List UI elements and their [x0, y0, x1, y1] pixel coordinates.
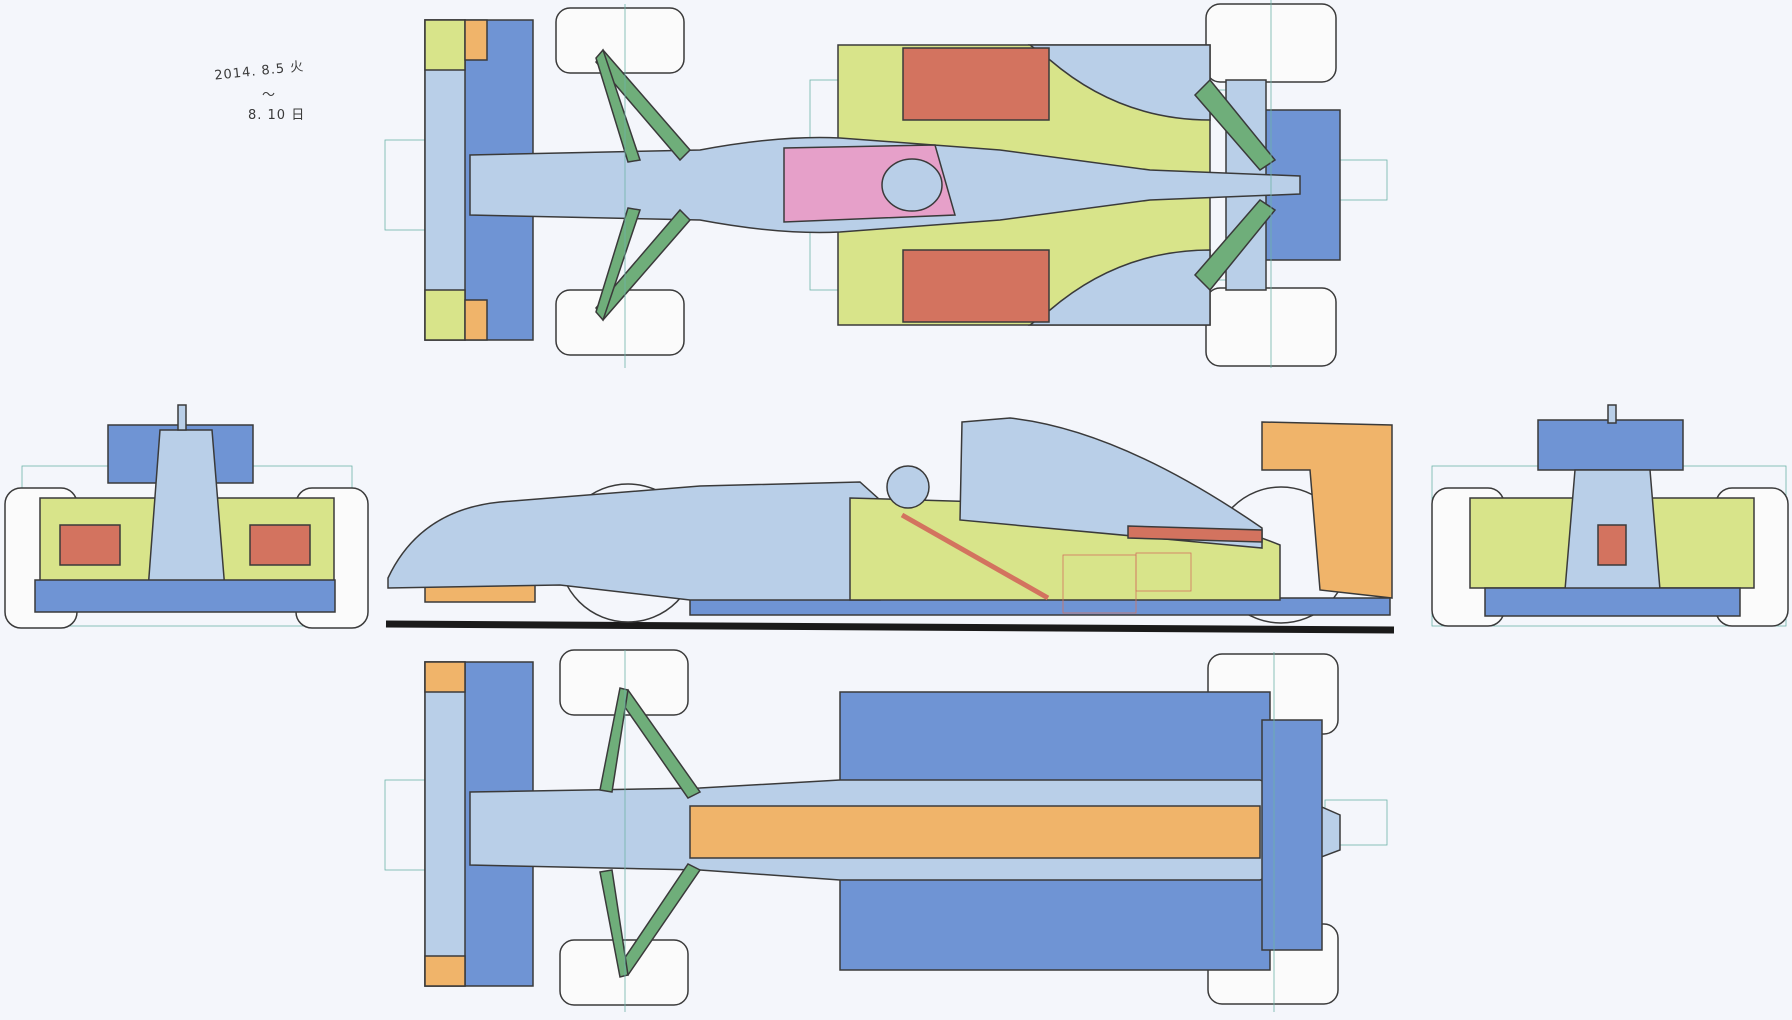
top-view	[384, 0, 1388, 368]
rear-suspension-top	[1193, 78, 1277, 292]
bottom-front-suspension	[599, 687, 702, 978]
front-view-mirror-post	[177, 404, 187, 431]
driver-helmet-top	[881, 158, 943, 212]
front-view-radiator-right	[249, 524, 311, 566]
side-driver-helmet	[886, 465, 930, 509]
bottom-skid-block	[689, 805, 1261, 859]
rear-view	[1431, 404, 1789, 627]
radiator-left	[902, 47, 1050, 121]
front-view-front-wing	[34, 579, 336, 613]
ground-line	[385, 620, 1395, 634]
rear-view-diffuser	[1484, 587, 1741, 617]
date-separator-note: 〜	[262, 88, 277, 103]
axle-guides-top	[624, 0, 1272, 368]
rear-view-post	[1607, 404, 1617, 424]
side-red-stripe	[900, 512, 1050, 601]
sidepod-inner	[1027, 44, 1211, 326]
side-guide-boxes	[1062, 552, 1192, 614]
front-suspension-top	[595, 48, 692, 322]
bottom-diffuser	[1261, 719, 1323, 951]
side-nose-body	[387, 481, 881, 601]
rear-view-crash-structure	[1597, 524, 1627, 566]
date-end-note: 8. 10 日	[248, 108, 306, 123]
bottom-view	[384, 649, 1388, 1012]
side-view	[385, 417, 1395, 634]
radiator-right	[902, 249, 1050, 323]
side-rear-wing	[1261, 421, 1393, 599]
bottom-axle-guides	[624, 650, 1275, 1012]
side-exhaust	[1127, 525, 1263, 543]
front-view	[4, 404, 369, 629]
front-view-body	[147, 429, 226, 591]
front-view-radiator-left	[59, 524, 121, 566]
side-engine-cover	[959, 417, 1263, 549]
front-wing-top	[424, 19, 534, 341]
rear-view-wing	[1537, 419, 1684, 471]
front-tyres-top	[555, 7, 685, 356]
